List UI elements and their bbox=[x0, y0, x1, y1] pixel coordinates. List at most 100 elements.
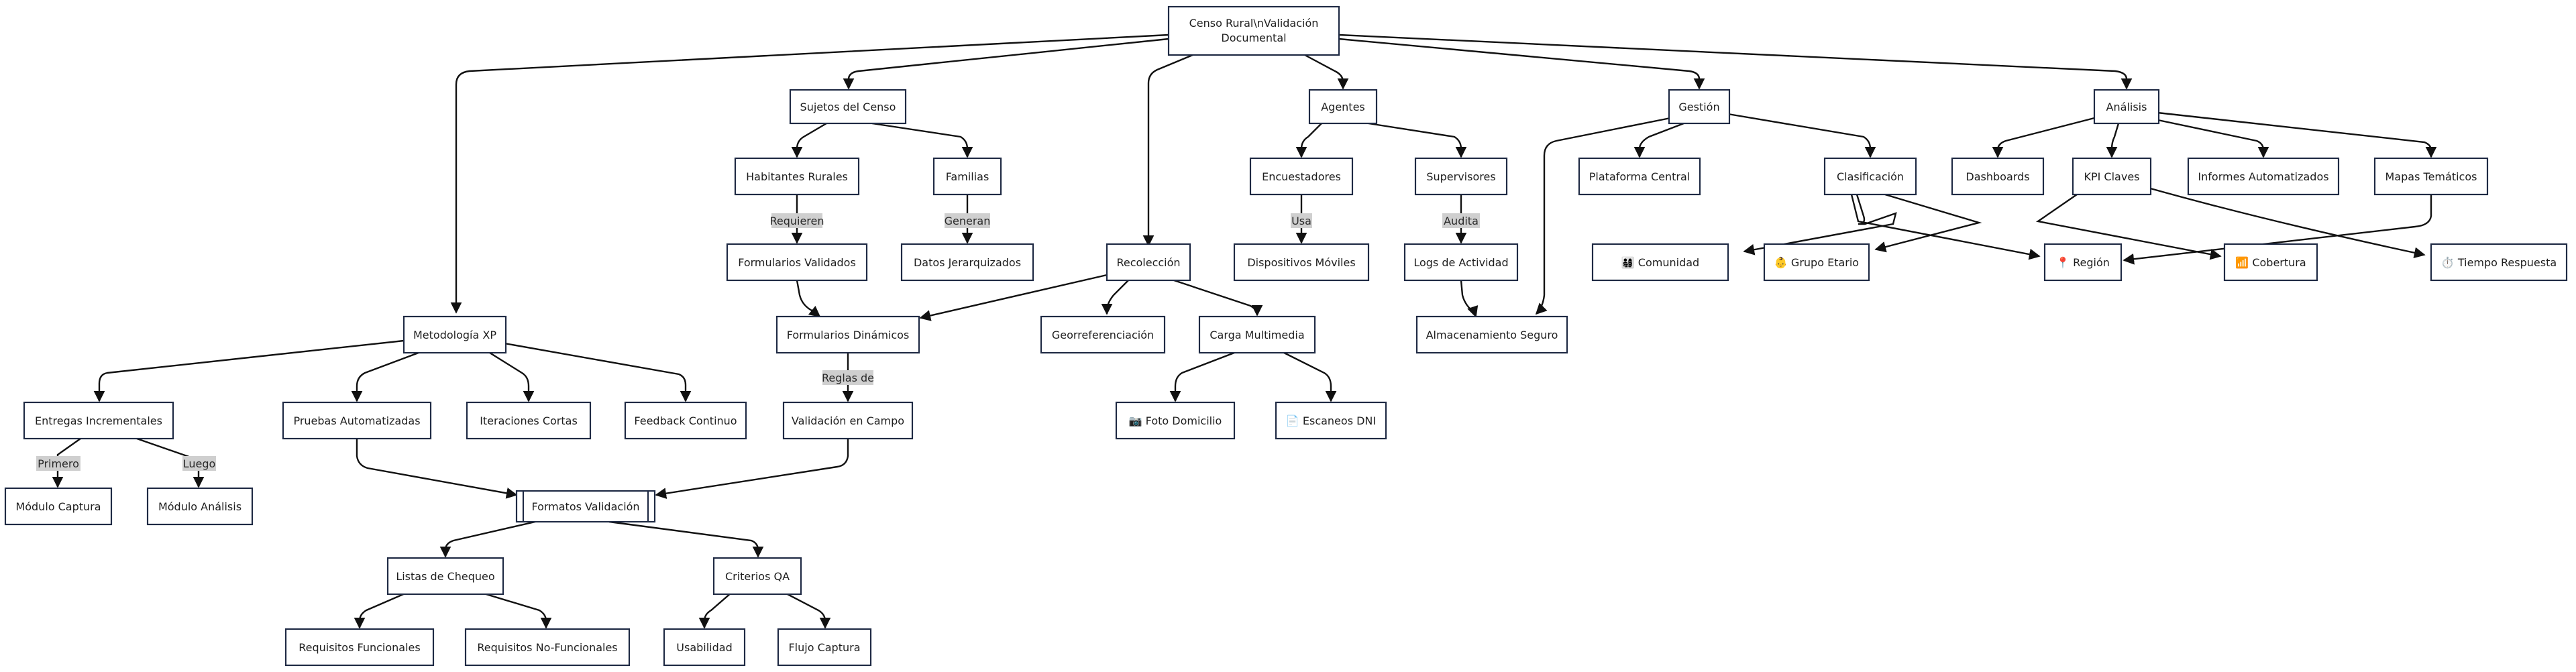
node-root[interactable]: Censo Rural\nValidación Documental bbox=[1167, 5, 1340, 56]
edge-recoleccion-georef bbox=[1101, 280, 1129, 315]
edge-kpi-tiempo bbox=[2147, 186, 2426, 259]
node-label: 📄 Escaneos DNI bbox=[1286, 414, 1376, 427]
node-grupo-etario[interactable]: 👶 Grupo Etario bbox=[1763, 243, 1870, 282]
node-label: Censo Rural\nValidación bbox=[1189, 17, 1319, 30]
node-label: Entregas Incrementales bbox=[35, 414, 162, 427]
node-box bbox=[4, 487, 113, 526]
node-datos-jerarquizados[interactable]: Datos Jerarquizados bbox=[900, 243, 1034, 282]
node-box bbox=[712, 557, 802, 596]
node-georreferenciacion[interactable]: Georreferenciación bbox=[1040, 315, 1166, 354]
node-informes[interactable]: Informes Automatizados bbox=[2187, 157, 2340, 196]
node-comunidad[interactable]: 👨‍👩‍👧‍👦 Comunidad bbox=[1591, 243, 1729, 282]
edge-label-reglas: Reglas de bbox=[822, 370, 874, 385]
node-box bbox=[1308, 89, 1378, 125]
node-label: Plataforma Central bbox=[1589, 170, 1690, 183]
node-box bbox=[2043, 243, 2123, 282]
node-region[interactable]: 📍 Región bbox=[2043, 243, 2123, 282]
node-almacenamiento[interactable]: Almacenamiento Seguro bbox=[1415, 315, 1568, 354]
node-mapas[interactable]: Mapas Temáticos bbox=[2373, 157, 2489, 196]
node-label: Dashboards bbox=[1966, 170, 2029, 183]
node-modulo-analisis[interactable]: Módulo Análisis bbox=[146, 487, 254, 526]
node-label: Familias bbox=[946, 170, 989, 183]
node-carga[interactable]: Carga Multimedia bbox=[1198, 315, 1316, 354]
node-box bbox=[932, 157, 1002, 196]
node-sujetos[interactable]: Sujetos del Censo bbox=[789, 89, 907, 125]
edge-gestion-plataforma bbox=[1633, 122, 1684, 158]
node-box bbox=[726, 243, 868, 282]
edge-metodologia-entregas bbox=[93, 339, 405, 402]
node-box bbox=[1249, 157, 1354, 196]
node-req-nofunc[interactable]: Requisitos No-Funcionales bbox=[464, 628, 631, 667]
node-req-func[interactable]: Requisitos Funcionales bbox=[284, 628, 435, 667]
node-cobertura[interactable]: 📶 Cobertura bbox=[2223, 243, 2318, 282]
node-dashboards[interactable]: Dashboards bbox=[1951, 157, 2045, 196]
node-modulo-captura[interactable]: Módulo Captura bbox=[4, 487, 113, 526]
node-label: Carga Multimedia bbox=[1210, 329, 1304, 341]
node-dispositivos[interactable]: Dispositivos Móviles bbox=[1233, 243, 1370, 282]
node-label: KPI Claves bbox=[2084, 170, 2139, 183]
node-label: Criterios QA bbox=[725, 570, 790, 583]
node-criterios[interactable]: Criterios QA bbox=[712, 557, 802, 596]
node-pruebas[interactable]: Pruebas Automatizadas bbox=[282, 401, 432, 440]
node-kpi[interactable]: KPI Claves bbox=[2072, 157, 2152, 196]
node-analisis[interactable]: Análisis bbox=[2093, 89, 2160, 125]
node-box bbox=[1233, 243, 1370, 282]
node-label: Reglas de bbox=[822, 372, 874, 384]
edge-root-agentes bbox=[1304, 54, 1349, 90]
node-label: Georreferenciación bbox=[1052, 329, 1154, 341]
node-clasificacion[interactable]: Clasificación bbox=[1823, 157, 1917, 196]
node-gestion[interactable]: Gestión bbox=[1668, 89, 1731, 125]
node-feedback[interactable]: Feedback Continuo bbox=[624, 401, 747, 440]
edge-clasificacion-grupo bbox=[1874, 193, 1982, 253]
node-box bbox=[1403, 243, 1519, 282]
node-escaneos[interactable]: 📄 Escaneos DNI bbox=[1275, 401, 1387, 440]
node-plataforma[interactable]: Plataforma Central bbox=[1578, 157, 1701, 196]
node-box bbox=[1763, 243, 1870, 282]
node-recoleccion[interactable]: Recolección bbox=[1106, 243, 1191, 282]
node-formularios-dinamicos[interactable]: Formularios Dinámicos bbox=[775, 315, 920, 354]
node-box bbox=[1167, 5, 1340, 56]
node-label: Habitantes Rurales bbox=[746, 170, 848, 183]
node-label: 📷 Foto Domicilio bbox=[1129, 414, 1222, 427]
node-formularios-validados[interactable]: Formularios Validados bbox=[726, 243, 868, 282]
node-label: Dispositivos Móviles bbox=[1247, 256, 1355, 269]
node-label: Formularios Dinámicos bbox=[787, 329, 910, 341]
edge-listas-reqfunc bbox=[354, 592, 407, 629]
edge-label-background bbox=[182, 456, 216, 471]
node-validacion-campo[interactable]: Validación en Campo bbox=[782, 401, 914, 440]
node-formatos[interactable]: Formatos Validación bbox=[515, 490, 656, 523]
node-label: Iteraciones Cortas bbox=[480, 414, 578, 427]
node-listas[interactable]: Listas de Chequeo bbox=[386, 557, 504, 596]
node-metodologia[interactable]: Metodología XP bbox=[402, 315, 507, 354]
edge-mapas-region bbox=[2123, 194, 2432, 265]
node-label: Recolección bbox=[1116, 256, 1180, 269]
node-label: 👶 Grupo Etario bbox=[1774, 256, 1859, 269]
node-box bbox=[1591, 243, 1729, 282]
node-habitantes[interactable]: Habitantes Rurales bbox=[734, 157, 860, 196]
nodes: Censo Rural\nValidación Documental Sujet… bbox=[4, 5, 2568, 667]
node-box bbox=[402, 315, 507, 354]
node-label: Audita bbox=[1444, 215, 1479, 227]
node-flujo[interactable]: Flujo Captura bbox=[777, 628, 872, 667]
node-box bbox=[2187, 157, 2340, 196]
node-usabilidad[interactable]: Usabilidad bbox=[663, 628, 746, 667]
node-supervisores[interactable]: Supervisores bbox=[1414, 157, 1508, 196]
node-label: Formularios Validados bbox=[738, 256, 856, 269]
node-iteraciones[interactable]: Iteraciones Cortas bbox=[466, 401, 592, 440]
node-box bbox=[1951, 157, 2045, 196]
node-label: Flujo Captura bbox=[788, 641, 860, 654]
node-box bbox=[1578, 157, 1701, 196]
node-familias[interactable]: Familias bbox=[932, 157, 1002, 196]
node-encuestadores[interactable]: Encuestadores bbox=[1249, 157, 1354, 196]
node-logs[interactable]: Logs de Actividad bbox=[1403, 243, 1519, 282]
node-box bbox=[1414, 157, 1508, 196]
node-foto[interactable]: 📷 Foto Domicilio bbox=[1115, 401, 1236, 440]
edge-labels: Requieren Generan Usa Audita Reglas de P… bbox=[36, 213, 1480, 471]
node-label: Usabilidad bbox=[676, 641, 732, 654]
node-entregas[interactable]: Entregas Incrementales bbox=[23, 401, 174, 440]
node-label: Metodología XP bbox=[413, 329, 496, 341]
node-agentes[interactable]: Agentes bbox=[1308, 89, 1378, 125]
edge-carga-foto bbox=[1169, 351, 1235, 402]
node-label: Generan bbox=[945, 215, 991, 227]
node-tiempo[interactable]: ⏱️ Tiempo Respuesta bbox=[2430, 243, 2568, 282]
